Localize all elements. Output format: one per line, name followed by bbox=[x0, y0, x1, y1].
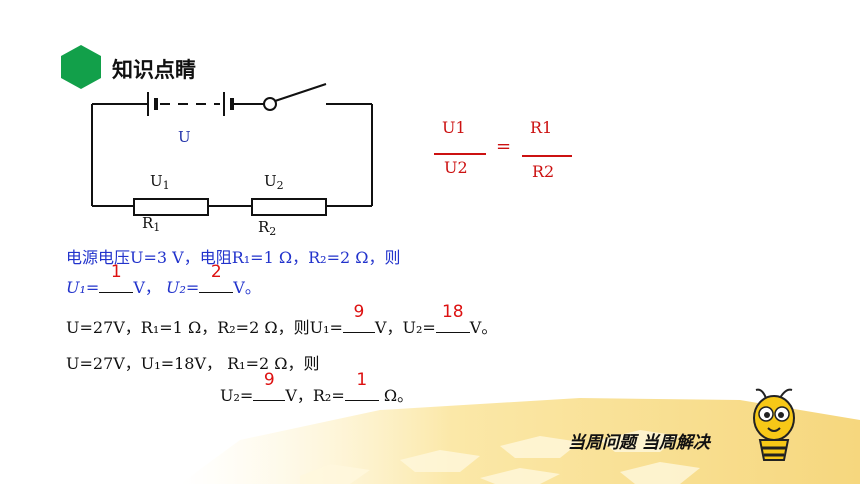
source-voltage-label: U bbox=[178, 128, 191, 146]
answer-blank-u2: 2 bbox=[199, 262, 234, 293]
answer-blank-u1: 9 bbox=[342, 302, 375, 333]
r2-label: R2 bbox=[258, 218, 277, 238]
u2-label: U2 bbox=[264, 172, 284, 192]
fraction-bar-left bbox=[434, 153, 486, 155]
bee-mascot-icon bbox=[753, 388, 795, 461]
answer-blank-r2: 1 bbox=[344, 370, 379, 401]
fraction-bar-right bbox=[522, 155, 572, 157]
r1-label: R1 bbox=[142, 214, 161, 234]
ratio-denominator-right: R2 bbox=[532, 162, 555, 181]
question-3-text: U=27V，U₁=18V， R₁=2 Ω，则 bbox=[66, 354, 320, 373]
hexagon-icon bbox=[61, 45, 101, 89]
question-1-text: 电源电压U=3 V，电阻R₁=1 Ω，R₂=2 Ω，则 bbox=[66, 248, 401, 267]
answer-blank-u2: 18 bbox=[435, 302, 470, 333]
circuit-diagram bbox=[91, 83, 373, 216]
ratio-equals: = bbox=[496, 136, 512, 157]
ratio-numerator-left: U1 bbox=[442, 118, 466, 137]
ratio-denominator-left: U2 bbox=[444, 158, 468, 177]
page-title: 知识点睛 bbox=[112, 58, 196, 82]
answer-blank-u1: 1 bbox=[99, 262, 134, 293]
slogan: 当周问题 当周解决 bbox=[568, 433, 710, 453]
u1-label: U1 bbox=[150, 172, 170, 192]
ratio-numerator-right: R1 bbox=[530, 118, 553, 137]
honeycomb-decoration bbox=[180, 398, 860, 484]
answer-blank-u2: 9 bbox=[253, 370, 286, 401]
